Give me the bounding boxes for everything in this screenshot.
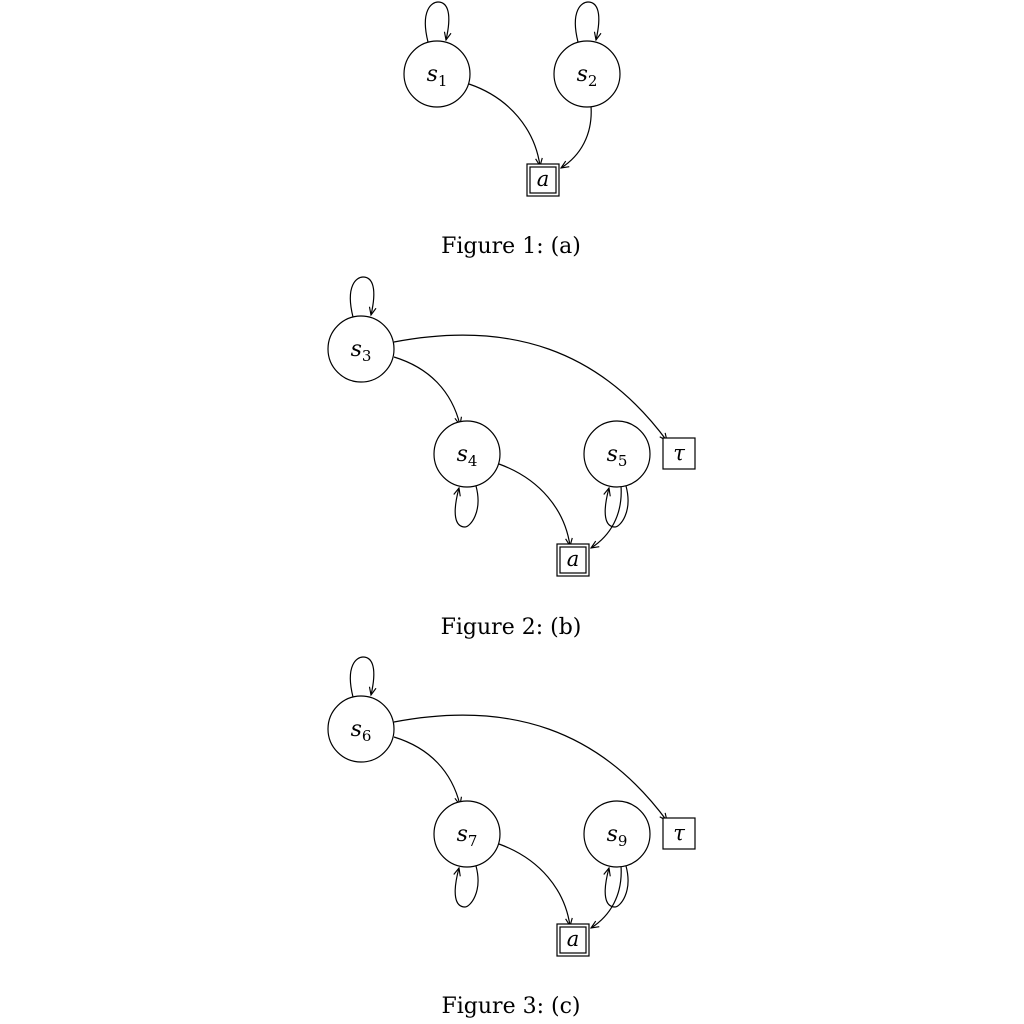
edge-s5-to-a <box>591 485 622 548</box>
terminal-tau: τ <box>662 817 696 850</box>
figure-1-caption: Figure 1: (a) <box>441 234 581 259</box>
terminal-a-label: a <box>567 547 580 571</box>
edge-s1-self-loop <box>424 1 448 43</box>
state-s7: s7 <box>433 800 501 868</box>
figure-2: s3 s4 s5 τ a Figure 2: (b) <box>327 276 696 640</box>
terminal-a: a <box>556 923 590 957</box>
state-s3-label: s3 <box>351 337 372 365</box>
edge-s1-to-a <box>468 83 540 166</box>
state-s3: s3 <box>327 315 395 383</box>
edge-s4-to-a <box>498 463 570 546</box>
edge-s7-self-loop <box>455 865 479 908</box>
state-s6: s6 <box>327 695 395 763</box>
state-s4-label: s4 <box>457 442 478 470</box>
state-s1: s1 <box>403 40 471 108</box>
state-s1-label: s1 <box>427 62 448 90</box>
terminal-tau: τ <box>662 437 696 470</box>
edge-s3-to-s4 <box>393 356 460 425</box>
figure-3-caption: Figure 3: (c) <box>442 994 581 1019</box>
terminal-a-label: a <box>567 927 580 951</box>
terminal-tau-label: τ <box>673 441 685 465</box>
edge-s7-to-a <box>498 843 570 926</box>
terminal-a: a <box>526 163 560 197</box>
figure-2-caption: Figure 2: (b) <box>441 615 582 640</box>
figure-3: s6 s7 s9 τ a Figure 3: (c) <box>327 656 696 1019</box>
state-s5-label: s5 <box>607 442 628 470</box>
figure-1: s1 s2 a Figure 1: (a) <box>403 1 621 259</box>
edge-s9-to-a <box>591 865 622 928</box>
edge-s6-self-loop <box>349 656 373 698</box>
edge-s6-to-s7 <box>393 736 460 805</box>
edge-s2-to-a <box>561 105 592 168</box>
edge-s2-self-loop <box>574 1 598 43</box>
state-s7-label: s7 <box>457 822 478 850</box>
state-s9-label: s9 <box>607 822 628 850</box>
state-s2: s2 <box>553 40 621 108</box>
state-s9: s9 <box>583 800 651 868</box>
terminal-a-label: a <box>537 167 550 191</box>
state-s2-label: s2 <box>577 62 598 90</box>
state-s4: s4 <box>433 420 501 488</box>
edge-s4-self-loop <box>455 485 479 528</box>
edge-s3-self-loop <box>349 276 373 318</box>
state-s6-label: s6 <box>351 717 372 745</box>
edge-s9-self-loop <box>605 865 629 908</box>
edge-s6-to-tau <box>393 714 667 821</box>
edge-s5-self-loop <box>605 485 629 528</box>
terminal-tau-label: τ <box>673 821 685 845</box>
state-s5: s5 <box>583 420 651 488</box>
edge-s3-to-tau <box>393 334 667 441</box>
terminal-a: a <box>556 543 590 577</box>
